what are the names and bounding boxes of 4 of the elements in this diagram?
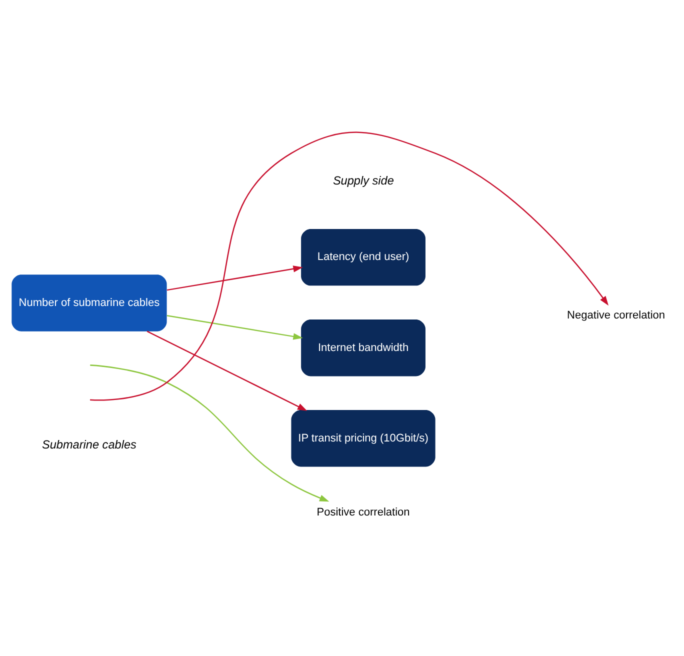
legend-label: Positive correlation: [316, 506, 410, 518]
label: Submarine cables: [42, 437, 136, 452]
legend-label: Negative correlation: [567, 309, 666, 322]
label: Supply side: [332, 173, 394, 188]
